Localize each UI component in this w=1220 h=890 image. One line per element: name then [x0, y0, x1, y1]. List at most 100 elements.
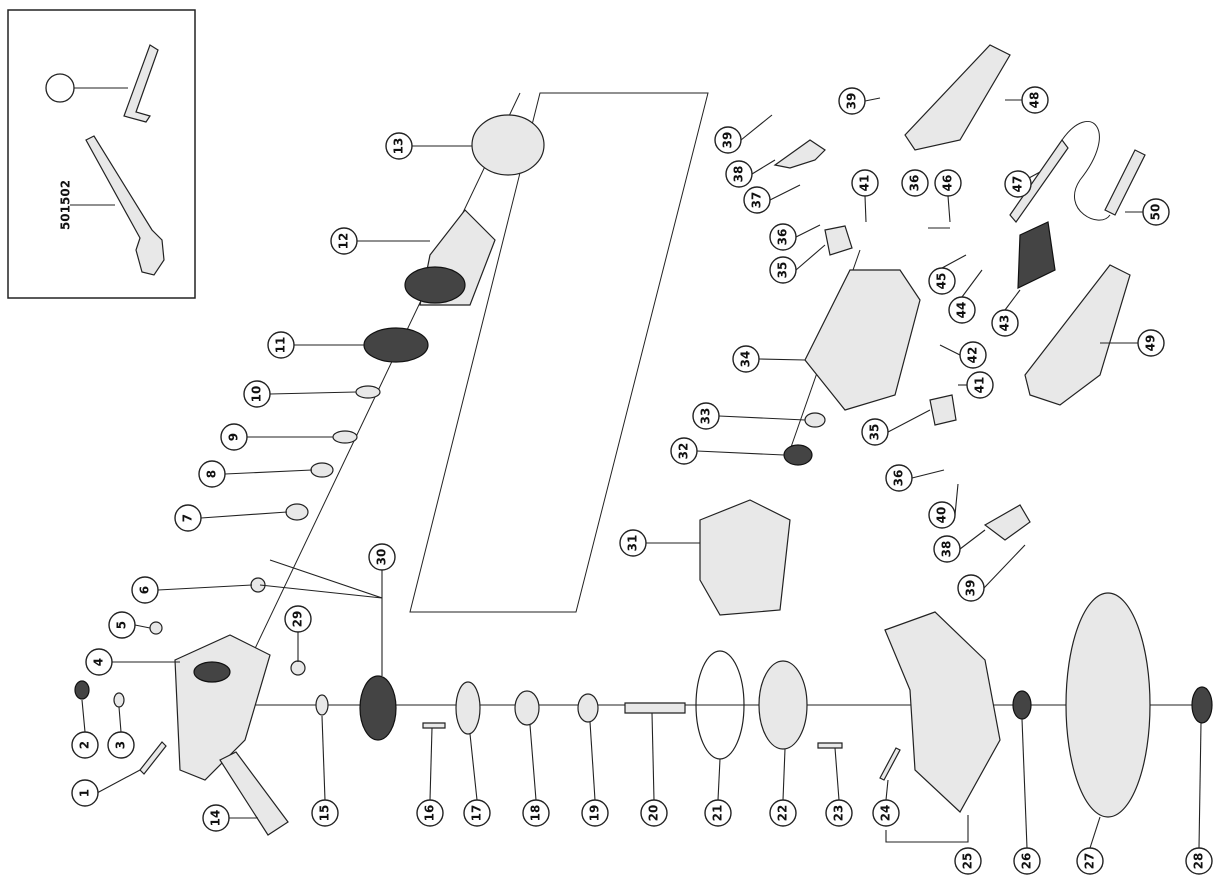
svg-text:39: 39 — [964, 580, 978, 597]
svg-text:30: 30 — [375, 549, 389, 566]
screw-3 — [113, 692, 125, 708]
callout-45: 45 — [928, 267, 956, 295]
callout-39c: 39 — [957, 574, 985, 602]
motor-housing-34 — [804, 269, 921, 411]
brush-holder-35a — [824, 225, 853, 256]
callout-35b: 35 — [861, 418, 889, 446]
screw-24 — [879, 747, 901, 781]
hex-key — [123, 44, 159, 123]
svg-text:26: 26 — [1020, 853, 1034, 870]
inset-tools-box: 501502 — [7, 9, 196, 299]
pin-spanner — [85, 135, 165, 276]
svg-text:39: 39 — [845, 93, 859, 110]
svg-text:47: 47 — [1011, 176, 1025, 193]
svg-text:7: 7 — [181, 514, 195, 522]
cable-50 — [1061, 121, 1111, 221]
callout-9: 9 — [220, 423, 248, 451]
leader-lines — [81, 97, 1202, 849]
svg-text:4: 4 — [92, 658, 106, 666]
svg-text:22: 22 — [776, 805, 790, 822]
callout-14: 14 — [202, 804, 230, 832]
power-plug-50 — [1104, 149, 1146, 216]
callout-38b: 38 — [933, 535, 961, 563]
washer-10 — [355, 385, 381, 399]
callout-11: 11 — [267, 331, 295, 359]
callout-42: 42 — [959, 341, 987, 369]
svg-text:33: 33 — [699, 408, 713, 425]
svg-text:41: 41 — [858, 175, 872, 192]
callout-7: 7 — [174, 504, 202, 532]
svg-text:37: 37 — [750, 192, 764, 209]
svg-text:16: 16 — [423, 805, 437, 822]
svg-text:3: 3 — [114, 741, 128, 749]
callout-46: 46 — [934, 169, 962, 197]
svg-text:21: 21 — [711, 805, 725, 822]
svg-text:46: 46 — [941, 175, 955, 192]
callout-6: 6 — [131, 576, 159, 604]
svg-text:28: 28 — [1192, 853, 1206, 870]
callout-21: 21 — [704, 799, 732, 827]
svg-text:10: 10 — [250, 386, 264, 403]
nut-2 — [74, 680, 90, 700]
svg-text:36: 36 — [892, 470, 906, 487]
callout-41b: 41 — [966, 371, 994, 399]
callout-37: 37 — [743, 186, 771, 214]
callout-27: 27 — [1076, 847, 1104, 875]
bearing-18 — [514, 690, 540, 726]
callout-16: 16 — [416, 799, 444, 827]
callout-49: 49 — [1137, 329, 1165, 357]
callout-5: 5 — [108, 611, 136, 639]
stator-31 — [699, 499, 791, 616]
callout-1: 1 — [71, 779, 99, 807]
svg-text:13: 13 — [392, 138, 406, 155]
svg-text:27: 27 — [1083, 853, 1097, 870]
callout-15: 15 — [311, 799, 339, 827]
svg-text:20: 20 — [647, 805, 661, 822]
callout-24: 24 — [872, 799, 900, 827]
svg-text:32: 32 — [677, 443, 691, 460]
grinding-disc-27 — [1065, 592, 1151, 818]
svg-text:35: 35 — [776, 262, 790, 279]
callout-3: 3 — [107, 731, 135, 759]
flange-26 — [1012, 690, 1032, 720]
svg-text:24: 24 — [879, 805, 893, 822]
bearing-flange-22 — [758, 660, 808, 750]
washer-9 — [332, 430, 358, 444]
svg-text:38: 38 — [940, 541, 954, 558]
callout-36c: 36 — [885, 464, 913, 492]
callout-34: 34 — [732, 345, 760, 373]
svg-text:31: 31 — [626, 535, 640, 552]
bearing-29 — [290, 660, 306, 676]
end-cap-38a — [773, 139, 826, 169]
svg-text:44: 44 — [955, 302, 969, 319]
spindle-20 — [624, 702, 686, 714]
callout-2: 2 — [71, 731, 99, 759]
svg-text:34: 34 — [739, 351, 753, 368]
svg-text:36: 36 — [776, 229, 790, 246]
callout-20: 20 — [640, 799, 668, 827]
fan-baffle-32 — [783, 444, 813, 466]
callout-36a: 36 — [769, 223, 797, 251]
callout-36b: 36 — [901, 169, 929, 197]
cord-protector-47 — [1009, 138, 1069, 223]
svg-text:38: 38 — [732, 166, 746, 183]
callout-33: 33 — [692, 402, 720, 430]
callout-17: 17 — [463, 799, 491, 827]
handle-cover-48 — [904, 44, 1011, 151]
svg-text:9: 9 — [227, 433, 241, 441]
end-cap-38b — [983, 504, 1031, 541]
ring-15 — [315, 694, 329, 716]
rear-handle-49 — [1024, 264, 1131, 406]
cap-5 — [149, 621, 163, 635]
screw-16 — [422, 722, 446, 729]
svg-text:50: 50 — [1149, 204, 1163, 221]
callout-19: 19 — [581, 799, 609, 827]
svg-text:11: 11 — [274, 337, 288, 354]
plate-17 — [455, 681, 481, 735]
callout-39a: 39 — [714, 126, 742, 154]
callout-41a: 41 — [851, 169, 879, 197]
svg-text:8: 8 — [205, 470, 219, 478]
svg-text:1: 1 — [78, 789, 92, 797]
callout-26: 26 — [1013, 847, 1041, 875]
svg-text:42: 42 — [966, 347, 980, 364]
